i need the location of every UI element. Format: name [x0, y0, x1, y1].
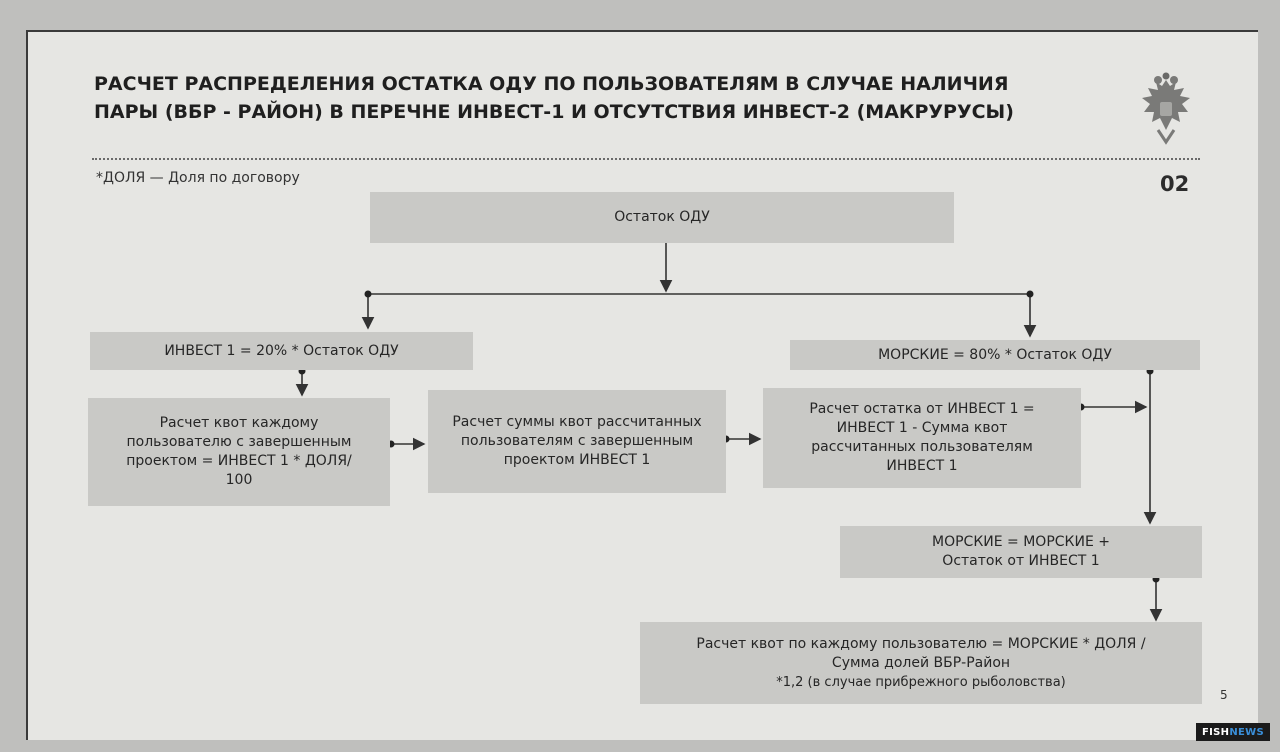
slide-number: 5 — [1220, 688, 1228, 702]
invest-rest-line-2: ИНВЕСТ 1 - Сумма квот — [836, 420, 1008, 436]
coat-of-arms-icon — [1142, 72, 1190, 145]
node-sum-calc: Расчет суммы квот рассчитанных пользоват… — [428, 390, 726, 493]
quota-calc-line-4: 100 — [225, 472, 253, 488]
quota-calc-line-2: пользователю с завершенным — [126, 434, 352, 450]
invest-rest-line-1: Расчет остатка от ИНВЕСТ 1 = — [809, 401, 1035, 417]
final-line-2: Сумма долей ВБР-Район — [831, 654, 1011, 671]
page-code: 02 — [1160, 172, 1190, 196]
invest-rest-line-4: ИНВЕСТ 1 — [886, 458, 958, 474]
sum-calc-line-3: проектом ИНВЕСТ 1 — [503, 452, 651, 468]
title-line-1: РАСЧЕТ РАСПРЕДЕЛЕНИЯ ОСТАТКА ОДУ ПО ПОЛЬ… — [94, 73, 1009, 95]
sea-update-line-1: МОРСКИЕ = МОРСКИЕ + — [932, 534, 1110, 550]
node-final: Расчет квот по каждому пользователю = МО… — [640, 622, 1202, 704]
node-invest-rest: Расчет остатка от ИНВЕСТ 1 = ИНВЕСТ 1 - … — [763, 388, 1081, 488]
title-divider — [92, 158, 1200, 160]
quota-calc-line-1: Расчет квот каждому — [159, 415, 319, 431]
node-sea: МОРСКИЕ = 80% * Остаток ОДУ — [790, 340, 1200, 370]
slide-sheet — [26, 30, 1258, 740]
sum-calc-line-2: пользователям с завершенным — [460, 433, 694, 449]
sum-calc-line-1: Расчет суммы квот рассчитанных — [452, 414, 702, 430]
node-invest1: ИНВЕСТ 1 = 20% * Остаток ОДУ — [90, 332, 473, 370]
node-sea-update: МОРСКИЕ = МОРСКИЕ + Остаток от ИНВЕСТ 1 — [840, 526, 1202, 578]
footnote: *ДОЛЯ — Доля по договору — [96, 170, 300, 186]
node-quota-calc: Расчет квот каждому пользователю с завер… — [88, 398, 390, 506]
title-line-2: ПАРЫ (ВБР - РАЙОН) В ПЕРЕЧНЕ ИНВЕСТ-1 И … — [94, 101, 1014, 123]
final-line-1: Расчет квот по каждому пользователю = МО… — [696, 635, 1146, 652]
node-remainder: Остаток ОДУ — [370, 192, 954, 243]
sea-update-line-2: Остаток от ИНВЕСТ 1 — [942, 553, 1100, 569]
slide-title: РАСЧЕТ РАСПРЕДЕЛЕНИЯ ОСТАТКА ОДУ ПО ПОЛЬ… — [94, 70, 1094, 126]
final-note: *1,2 (в случае прибрежного рыболовства) — [776, 674, 1066, 690]
quota-calc-line-3: проектом = ИНВЕСТ 1 * ДОЛЯ/ — [126, 453, 352, 469]
invest-rest-line-3: рассчитанных пользователям — [811, 439, 1033, 455]
